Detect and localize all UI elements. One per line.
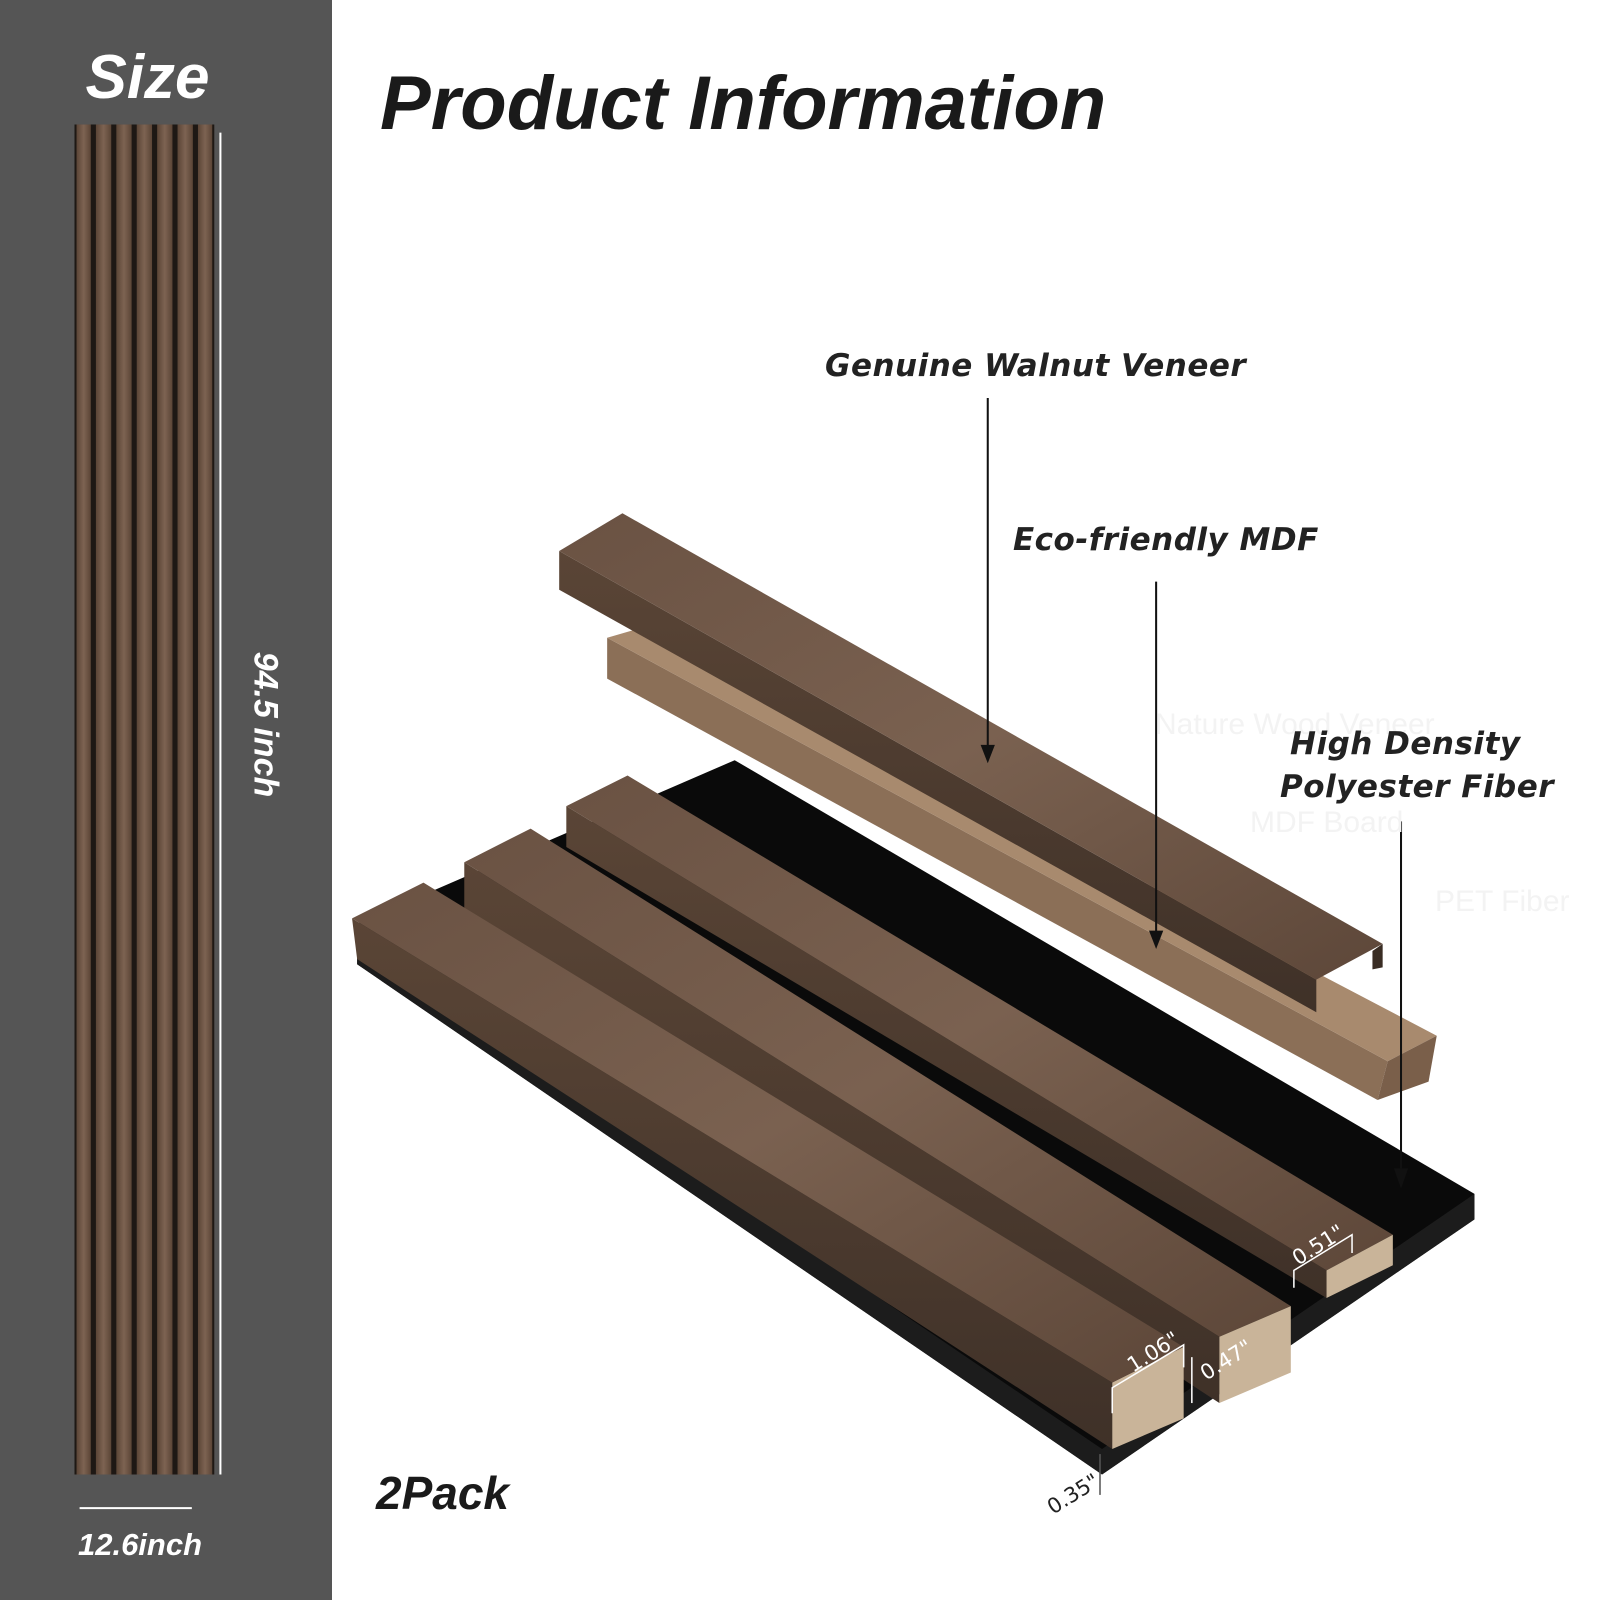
callout-veneer: Genuine Walnut Veneer [825,348,1247,384]
panel-slat [177,124,193,1475]
slat [352,882,1184,1449]
panel-slat [95,124,112,1475]
width-label: 12.6inch [77,1527,203,1562]
panel-slat [197,124,213,1475]
panel-front-view [74,124,222,1510]
size-title: Size [85,43,210,112]
page-title: Product Information [380,61,1107,146]
callout-mdf: Eco-friendly MDF [1013,522,1319,558]
veneer-arrow [980,397,995,764]
panel-slat [136,124,153,1475]
height-label: 94.5 inch [246,651,285,798]
panel-slat [157,124,173,1475]
slat [566,775,1393,1298]
ghost-label: MDF Board [1250,806,1404,839]
pack-label: 2Pack [376,1467,510,1519]
dimension-lines [1099,1233,1353,1495]
fiber-arrow [1393,821,1409,1189]
panel-slat [116,124,132,1475]
panel-slat [76,124,91,1475]
ghost-label: PET Fiber [1435,885,1570,918]
mdf-arrow [1148,581,1164,949]
veneer-layer [559,513,1383,1013]
ghost-label: Nature Wood Veneer [1155,708,1435,741]
callout-fiber-line2: Polyester Fiber [1280,769,1555,805]
callout-fiber-line1: High Density [1290,726,1521,762]
